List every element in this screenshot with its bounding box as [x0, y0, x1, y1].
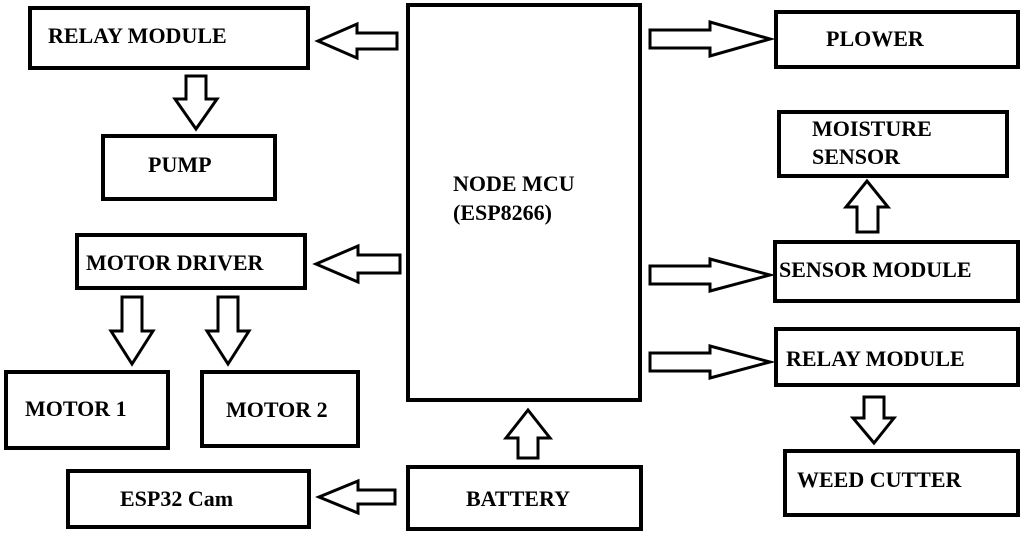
sensor-module-block: [773, 240, 1020, 303]
pump-block: [101, 134, 277, 201]
motor-2-label: MOTOR 2: [226, 397, 328, 422]
arrow-driver-to-motor2: [204, 295, 252, 367]
moisture-sensor-label-line2: SENSOR: [812, 144, 901, 169]
pump-label: PUMP: [148, 152, 212, 177]
arrow-relay-to-weed-cutter: [849, 395, 898, 446]
moisture-sensor-label-line1: MOISTURE: [812, 116, 932, 141]
esp32-cam-block: [66, 469, 311, 529]
relay-module-right-label: RELAY MODULE: [786, 346, 965, 371]
arrow-mcu-to-relay-left: [314, 21, 399, 61]
arrow-battery-to-esp32cam: [315, 478, 397, 516]
battery-label: BATTERY: [466, 486, 570, 511]
esp32-cam-label: ESP32 Cam: [120, 486, 234, 511]
arrow-mcu-to-relay-right: [648, 344, 776, 380]
arrow-mcu-to-sensor-module: [648, 257, 776, 293]
arrow-mcu-to-motor-driver: [312, 243, 402, 285]
motor-driver-label: MOTOR DRIVER: [86, 250, 264, 275]
relay-module-left-label: RELAY MODULE: [48, 23, 227, 48]
weed-cutter-label: WEED CUTTER: [797, 467, 962, 492]
arrow-relay-to-pump: [172, 74, 220, 132]
node-mcu-label-line1: NODE MCU: [453, 171, 575, 196]
motor-1-block: [4, 370, 170, 450]
motor-1-label: MOTOR 1: [25, 396, 127, 421]
motor-driver-block: [75, 233, 307, 290]
motor-2-block: [200, 370, 360, 448]
node-mcu-block: [406, 3, 642, 402]
arrow-sensor-to-moisture: [842, 178, 892, 234]
arrow-mcu-to-plower: [648, 20, 776, 58]
relay-module-right-block: [774, 327, 1020, 387]
plower-block: [774, 10, 1020, 69]
battery-block: [406, 465, 643, 531]
weed-cutter-block: [783, 449, 1020, 517]
arrow-battery-to-mcu: [502, 407, 554, 460]
relay-module-left-block: [28, 6, 310, 70]
node-mcu-label-line2: (ESP8266): [453, 200, 552, 225]
plower-label: PLOWER: [826, 26, 924, 51]
arrow-driver-to-motor1: [108, 295, 156, 367]
sensor-module-label: SENSOR MODULE: [779, 257, 972, 282]
moisture-sensor-block: [777, 110, 1009, 178]
